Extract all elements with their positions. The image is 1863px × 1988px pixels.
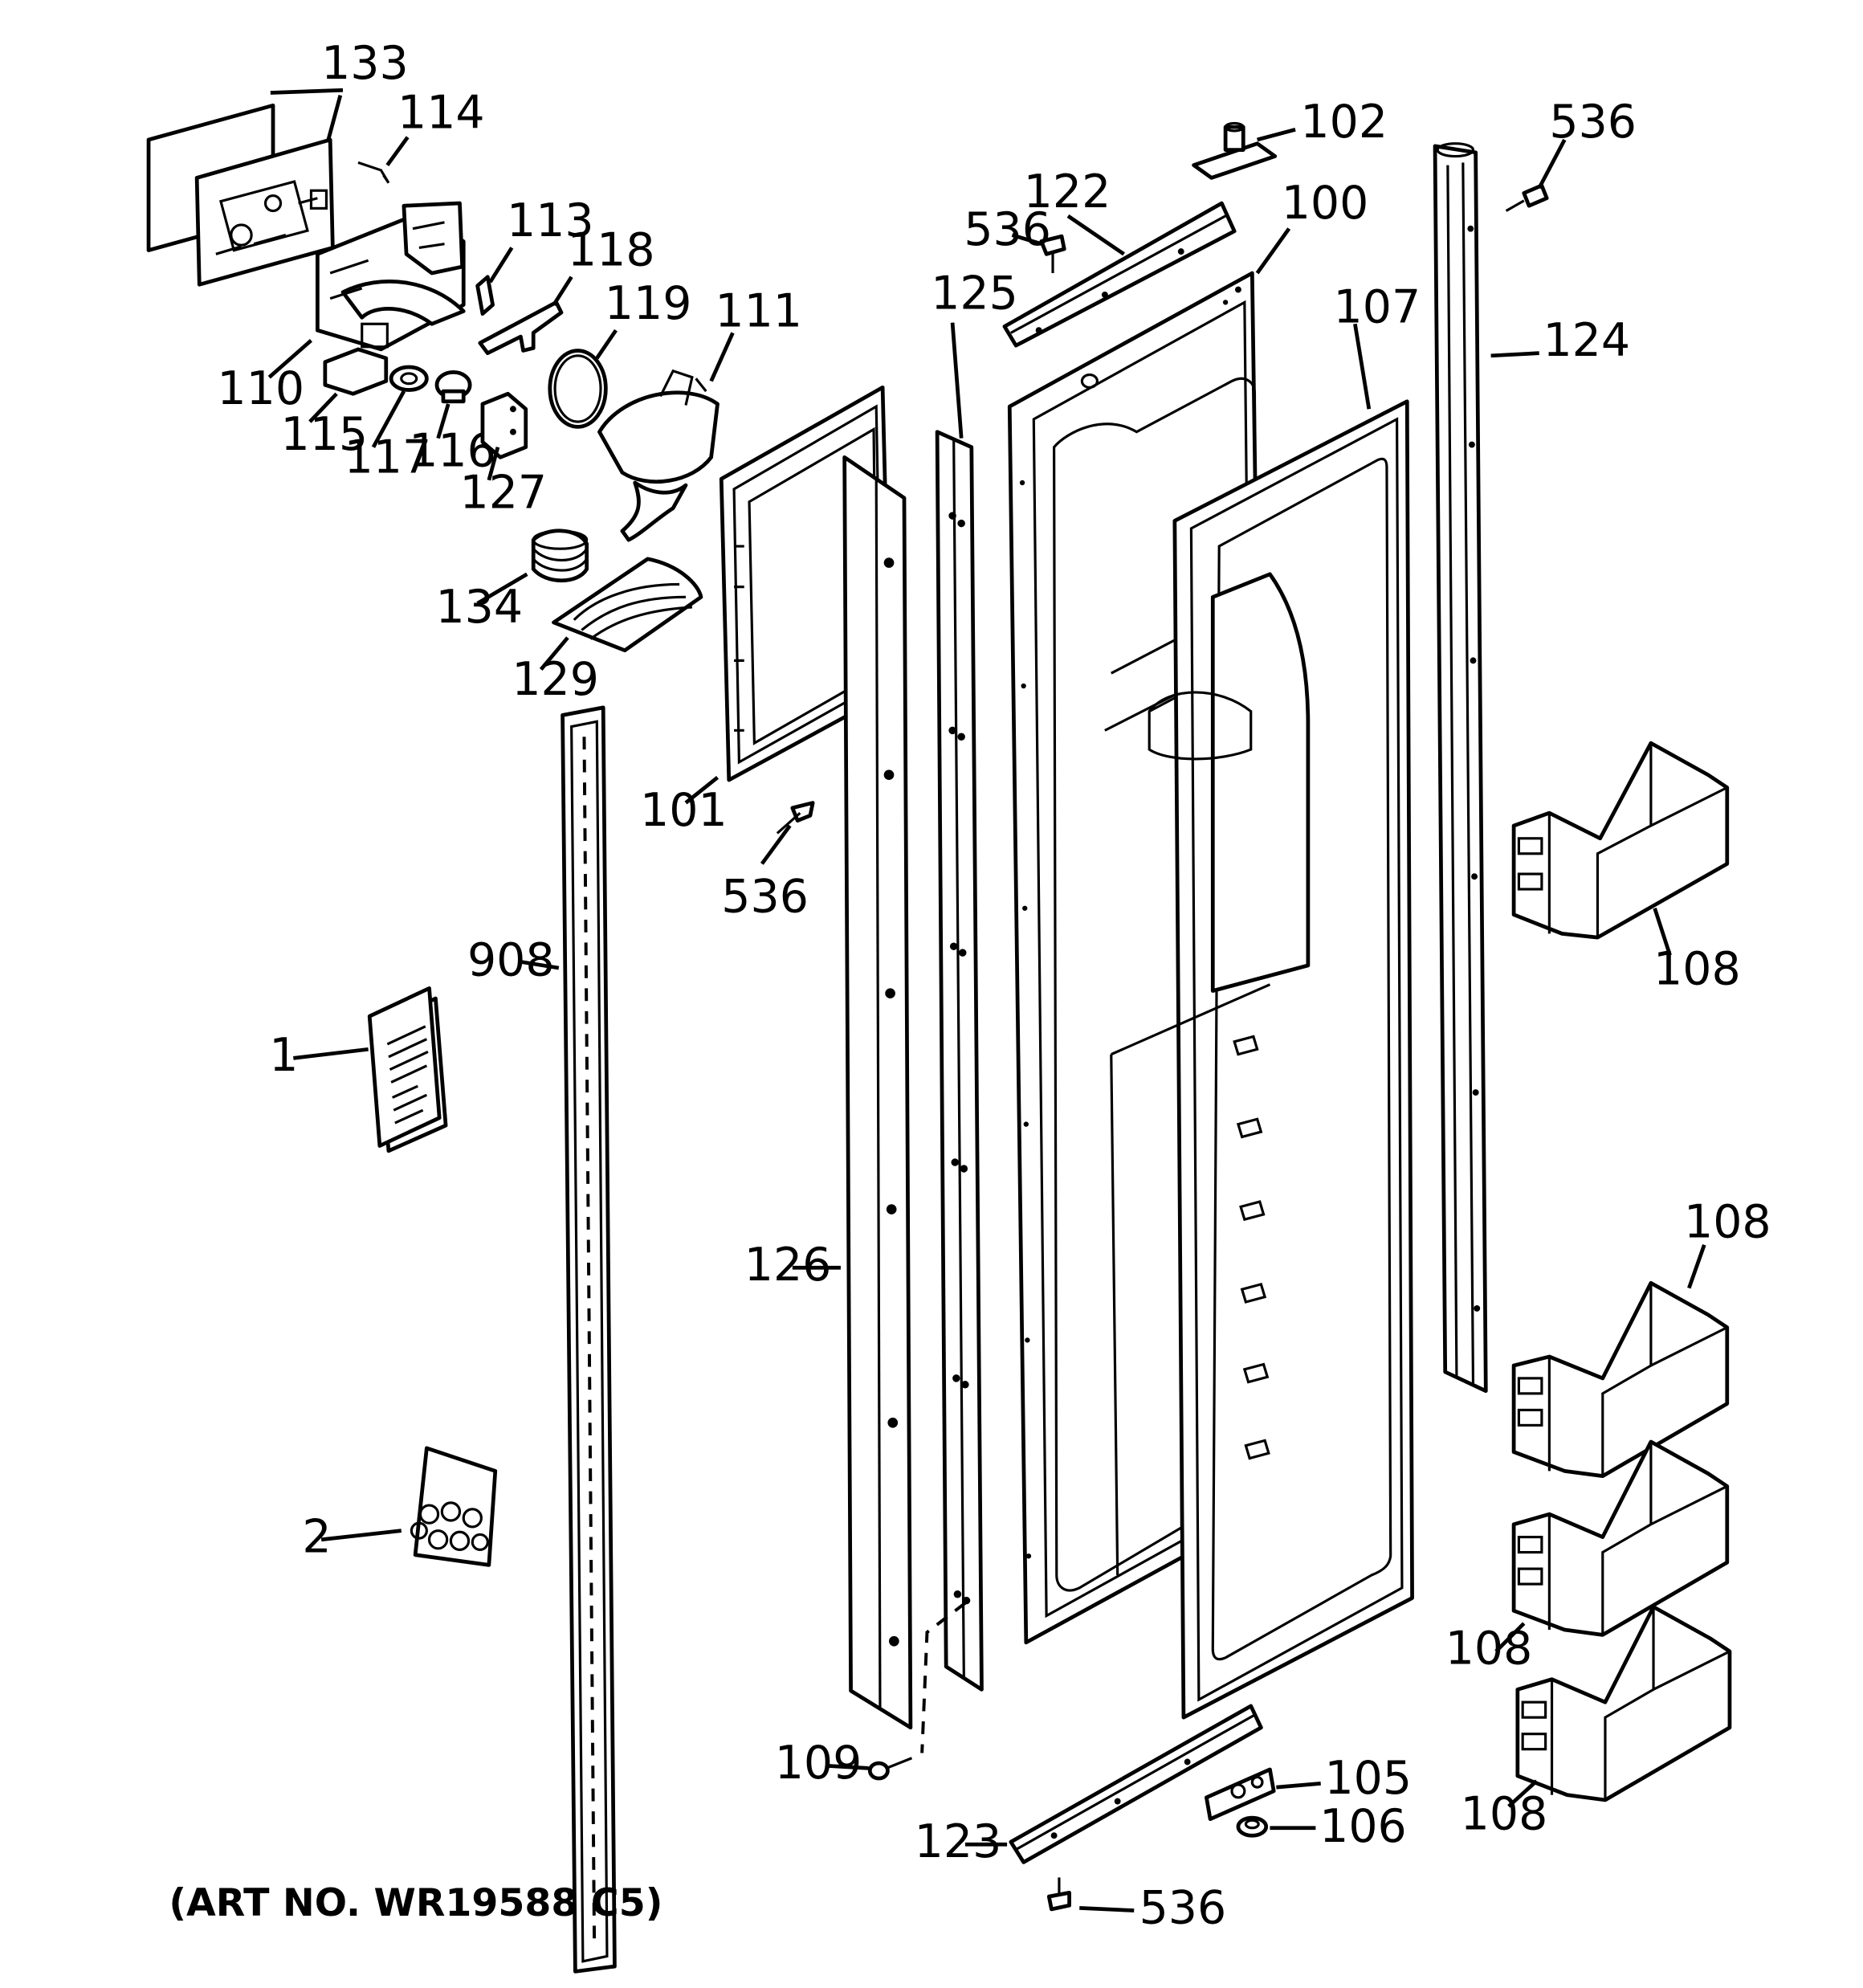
part-127-relay — [480, 391, 528, 459]
part-108-door-bin-3 — [1511, 1439, 1730, 1637]
part-133-control-board — [146, 103, 335, 287]
label-1: 1 — [269, 1029, 298, 1082]
part-106-bushing — [1236, 1815, 1269, 1838]
label-536-mid: 536 — [721, 870, 809, 923]
part-536-screw-mid — [776, 801, 815, 835]
door-bins-tabs — [1233, 1035, 1270, 1460]
label-101: 101 — [640, 784, 728, 837]
label-107: 107 — [1334, 281, 1421, 334]
label-108-top: 108 — [1653, 943, 1741, 996]
part-536-screw-bottom — [1046, 1877, 1071, 1912]
label-118: 118 — [568, 224, 655, 277]
label-536-right: 536 — [1549, 96, 1637, 149]
label-908: 908 — [467, 934, 555, 987]
part-124-vertical-channel — [1433, 142, 1488, 1394]
label-133: 133 — [321, 37, 409, 90]
part-108-door-bin-top — [1511, 741, 1730, 940]
label-126: 126 — [744, 1239, 832, 1292]
label-113: 113 — [507, 194, 594, 247]
part-2-hardware-bag — [410, 1446, 498, 1567]
part-102-top-hinge — [1192, 121, 1278, 180]
part-116-knob — [434, 370, 472, 404]
label-124: 124 — [1543, 314, 1630, 367]
label-111: 111 — [715, 284, 802, 337]
part-117-actuator — [389, 365, 429, 392]
part-134-spring — [531, 529, 589, 583]
part-125-channel — [935, 430, 984, 1692]
part-126-door-panel — [842, 455, 913, 1730]
part-107-door-liner — [1110, 399, 1414, 1720]
part-115-solenoid — [323, 347, 389, 396]
part-129-drip-grille — [552, 557, 703, 653]
label-123: 123 — [915, 1815, 1002, 1868]
part-536-screw-right — [1505, 183, 1549, 212]
label-536-bottom: 536 — [1139, 1881, 1227, 1934]
part-108-door-bin-4 — [1515, 1605, 1732, 1802]
label-129: 129 — [512, 653, 599, 706]
label-119: 119 — [605, 277, 692, 330]
label-127: 127 — [459, 467, 547, 520]
label-122: 122 — [1024, 165, 1111, 218]
part-114-clip — [357, 161, 390, 184]
label-117: 117 — [344, 431, 432, 484]
part-109-screw — [867, 1757, 913, 1781]
part-119-o-ring — [548, 349, 608, 429]
label-134: 134 — [435, 581, 523, 634]
part-110-dispenser-housing — [315, 201, 466, 352]
label-108-bottom: 108 — [1461, 1787, 1548, 1840]
part-1-owner-manual — [367, 986, 448, 1153]
label-100: 100 — [1282, 177, 1369, 230]
part-108-door-bin-2 — [1511, 1280, 1730, 1479]
label-108-third: 108 — [1445, 1623, 1533, 1676]
part-536-screw-top — [1039, 234, 1066, 274]
part-111-ice-funnel — [597, 369, 720, 542]
label-125: 125 — [931, 267, 1018, 320]
art-number: (ART NO. WR19588 C5) — [169, 1881, 662, 1925]
label-110: 110 — [217, 362, 304, 415]
part-118-lever — [478, 300, 564, 356]
label-105: 105 — [1324, 1752, 1412, 1805]
part-908-door-gasket — [561, 705, 617, 1974]
label-109: 109 — [775, 1737, 862, 1790]
label-106: 106 — [1319, 1800, 1407, 1853]
label-115: 115 — [281, 408, 369, 461]
part-113-switch — [475, 275, 495, 316]
part-122-top-trim — [1002, 201, 1237, 348]
label-114: 114 — [397, 87, 485, 140]
label-536-top: 536 — [964, 203, 1051, 256]
label-2: 2 — [302, 1511, 331, 1564]
label-108-second: 108 — [1684, 1195, 1771, 1248]
part-123-bottom-trim — [1009, 1704, 1263, 1864]
part-105-bottom-hinge — [1205, 1767, 1276, 1822]
label-102: 102 — [1300, 96, 1388, 149]
